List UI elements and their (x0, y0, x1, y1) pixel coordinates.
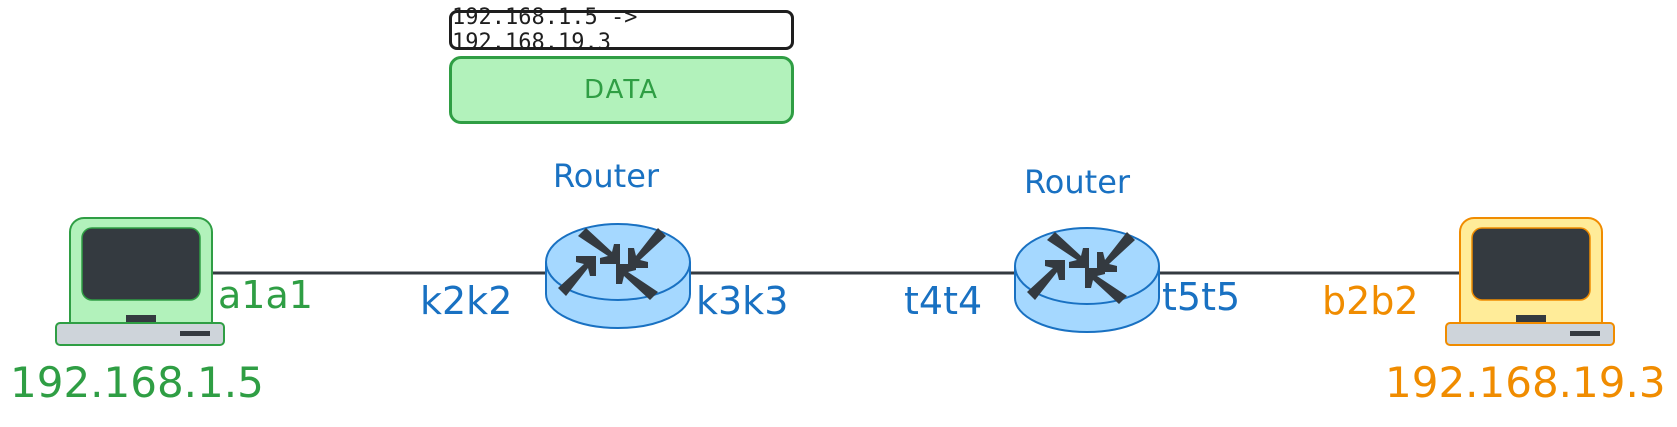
packet-payload: DATA (449, 56, 794, 124)
router-1-right-interface: k3k3 (696, 279, 789, 323)
host-a-ip: 192.168.1.5 (10, 358, 264, 407)
router-icon (545, 223, 691, 329)
router-2-label: Router (1024, 163, 1131, 201)
computer-icon (55, 217, 225, 346)
host-b-interface: b2b2 (1322, 279, 1419, 323)
host-b-ip: 192.168.19.3 (1385, 358, 1666, 407)
router-icon (1014, 227, 1160, 333)
router-1-left-interface: k2k2 (420, 279, 513, 323)
computer-icon (1445, 217, 1615, 346)
packet-header: 192.168.1.5 -> 192.168.19.3 (449, 5, 794, 55)
host-a-interface: a1a1 (218, 273, 313, 317)
router-2-right-interface: t5t5 (1162, 275, 1241, 319)
router-1-label: Router (553, 157, 660, 195)
router-2-left-interface: t4t4 (904, 279, 983, 323)
